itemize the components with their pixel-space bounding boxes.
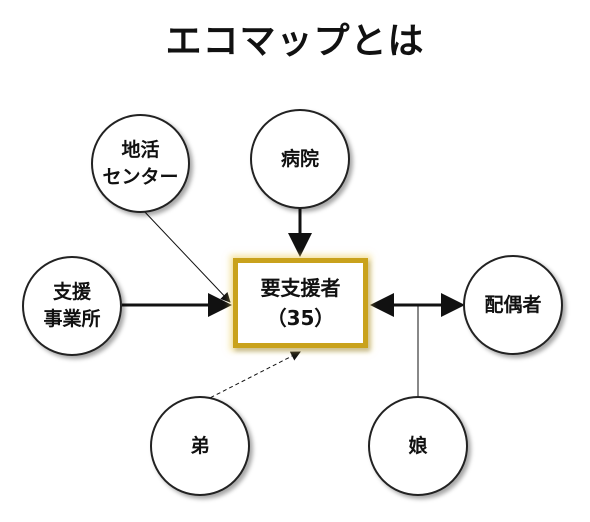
client-label: 要支援者 (260, 276, 341, 300)
node-daughter: 娘 (368, 396, 468, 496)
node-label: 配偶者 (484, 293, 542, 316)
node-client: 要支援者 （35） (233, 258, 368, 348)
node-label: 病院 (280, 147, 319, 170)
node-label: 支援 事業所 (43, 281, 101, 330)
node-support-office: 支援 事業所 (22, 256, 122, 356)
node-label: 娘 (408, 434, 428, 457)
node-brother: 弟 (150, 396, 250, 496)
node-hospital: 病院 (250, 109, 350, 209)
line-brother-to-client (197, 351, 301, 405)
node-spouse: 配偶者 (463, 255, 563, 355)
node-label: 地活 センター (102, 138, 179, 188)
client-age: （35） (266, 306, 335, 330)
node-label: 弟 (190, 434, 210, 457)
line-chikatsu-to-client (142, 209, 231, 303)
node-chikatsu-center: 地活 センター (91, 114, 190, 213)
page-title: エコマップとは (165, 21, 425, 62)
